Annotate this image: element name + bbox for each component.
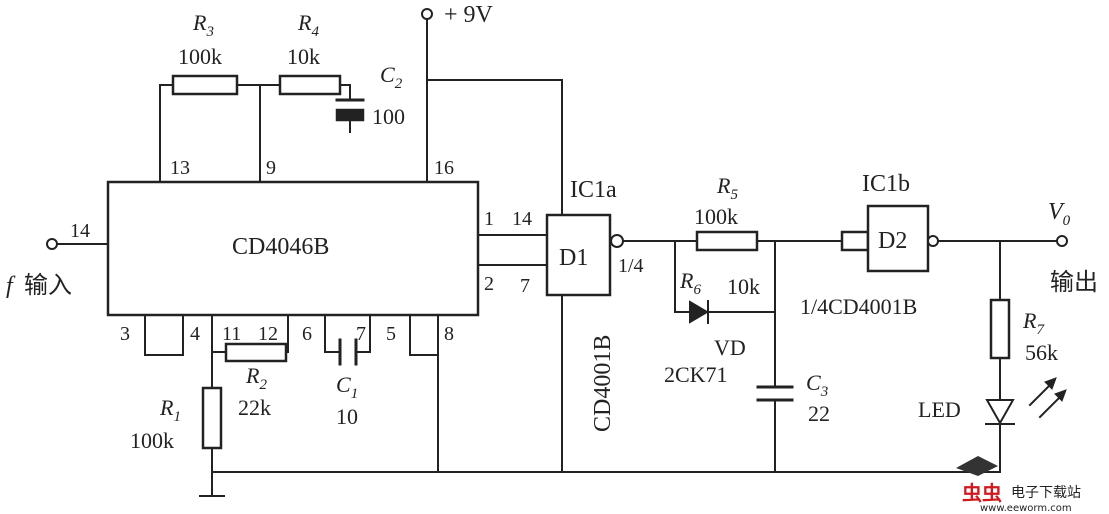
resistor-r3 — [171, 74, 239, 96]
r3-name: R3 — [192, 10, 214, 40]
pin-4: 4 — [190, 323, 200, 345]
r5-value: 100k — [694, 204, 738, 229]
output-label: 输出 — [1050, 268, 1098, 296]
vd-part: 2CK71 — [664, 362, 728, 387]
r3-value: 100k — [178, 44, 222, 69]
pin-16: 16 — [434, 157, 454, 179]
gate-d2 — [866, 204, 930, 273]
c1-name: C1 — [336, 372, 358, 402]
supply-label: + 9V — [444, 2, 494, 28]
pin-7: 7 — [356, 323, 366, 345]
input-symbol: f — [6, 273, 16, 299]
r2-name: R2 — [245, 363, 267, 393]
gate-a-part: CD4001B — [590, 335, 616, 432]
gate-b-title: IC1b — [862, 171, 910, 197]
gate-a-pin-7: 7 — [520, 275, 530, 297]
pin-14: 14 — [70, 220, 90, 242]
wiring — [57, 19, 1057, 497]
r5-name: R5 — [716, 173, 738, 203]
r6-value: 10k — [727, 274, 760, 299]
output-terminal — [1056, 235, 1068, 247]
r4-name: R4 — [297, 10, 319, 40]
watermark-brand: 电子下载站 — [1011, 485, 1081, 501]
supply-terminal — [421, 8, 433, 20]
resistor-r5 — [695, 230, 759, 252]
c2-value: 100 — [372, 104, 405, 129]
output-symbol: V0 — [1048, 199, 1071, 229]
pin-5: 5 — [386, 323, 396, 345]
gate-b-label: D2 — [878, 228, 907, 254]
resistor-r4 — [278, 74, 342, 96]
chip-label: CD4046B — [232, 234, 329, 260]
c3-name: C3 — [806, 370, 828, 400]
gate-a-title: IC1a — [570, 177, 617, 203]
input-terminal — [46, 238, 58, 250]
capacitor-c1 — [338, 338, 358, 366]
cd4046b-chip — [106, 180, 480, 317]
gate-a-label: D1 — [559, 245, 588, 271]
led-light-arrows-icon — [1028, 377, 1067, 419]
led-name: LED — [918, 397, 961, 422]
resistor-r1 — [201, 386, 223, 450]
gate-b-part: 1/4CD4001B — [800, 294, 917, 319]
c3-value: 22 — [808, 401, 830, 426]
c2-name: C2 — [380, 62, 403, 92]
r4-value: 10k — [287, 44, 320, 69]
pin-13: 13 — [170, 157, 190, 179]
resistor-r2 — [224, 342, 288, 363]
r2-value: 22k — [238, 395, 271, 420]
gate-a-fraction: 1/4 — [618, 255, 644, 277]
diode-vd — [689, 300, 709, 324]
watermark-url: www.eeworm.com — [980, 503, 1072, 514]
r1-name: R1 — [159, 395, 181, 425]
pin-6: 6 — [302, 323, 312, 345]
pin-2: 2 — [484, 273, 494, 295]
r6-name: R6 — [679, 268, 701, 298]
pin-9: 9 — [266, 157, 276, 179]
pin-3: 3 — [120, 323, 130, 345]
resistor-r7 — [989, 298, 1011, 360]
pin-12: 12 — [258, 323, 278, 345]
gate-d1 — [545, 213, 612, 297]
pin-1: 1 — [484, 208, 494, 230]
input-label: 输入 — [24, 271, 72, 299]
capacitor-c2 — [335, 98, 365, 122]
gate-d2-input-stub — [840, 230, 870, 252]
capacitor-c3 — [756, 385, 794, 402]
gate-d2-bubble — [927, 235, 939, 247]
r7-name: R7 — [1022, 308, 1045, 338]
r1-value: 100k — [130, 428, 174, 453]
gate-a-pin-14: 14 — [512, 208, 532, 230]
watermark-logo-icon: 虫虫 — [956, 456, 1002, 505]
svg-text:虫虫: 虫虫 — [962, 481, 1002, 505]
led-diode — [985, 399, 1015, 426]
gate-d1-bubble — [610, 234, 624, 248]
pin-11: 11 — [222, 323, 241, 345]
r7-value: 56k — [1025, 340, 1058, 365]
pin-8: 8 — [444, 323, 454, 345]
vd-name: VD — [714, 335, 746, 360]
c1-value: 10 — [336, 404, 358, 429]
